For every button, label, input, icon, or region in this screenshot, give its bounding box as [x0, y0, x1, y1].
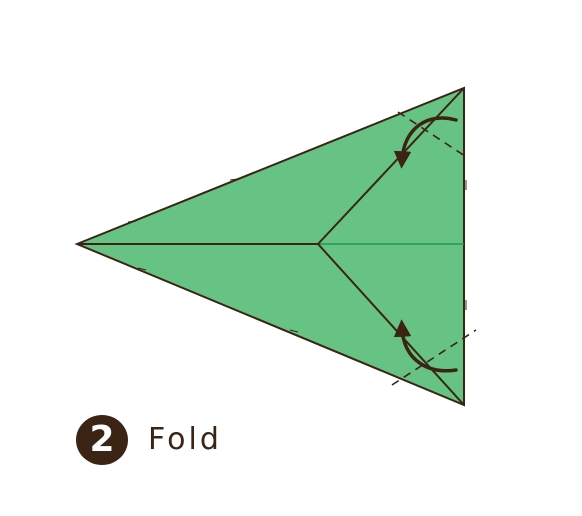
lower-flap-edge [317, 243, 465, 406]
step-number-badge: 2 [76, 415, 128, 465]
lower-valley-fold-line [391, 329, 477, 386]
upper-flap-edge [317, 87, 465, 245]
edge-tick [229, 178, 239, 181]
paper-shape [74, 86, 465, 407]
edge-tick [289, 329, 299, 333]
step-instruction: Fold [148, 422, 222, 457]
edge-tick [127, 220, 137, 223]
edge-tick [137, 267, 147, 271]
upper-fold-arrow [393, 116, 458, 169]
step-label: 2 Fold [76, 415, 222, 465]
lower-fold-arrow [393, 319, 458, 373]
